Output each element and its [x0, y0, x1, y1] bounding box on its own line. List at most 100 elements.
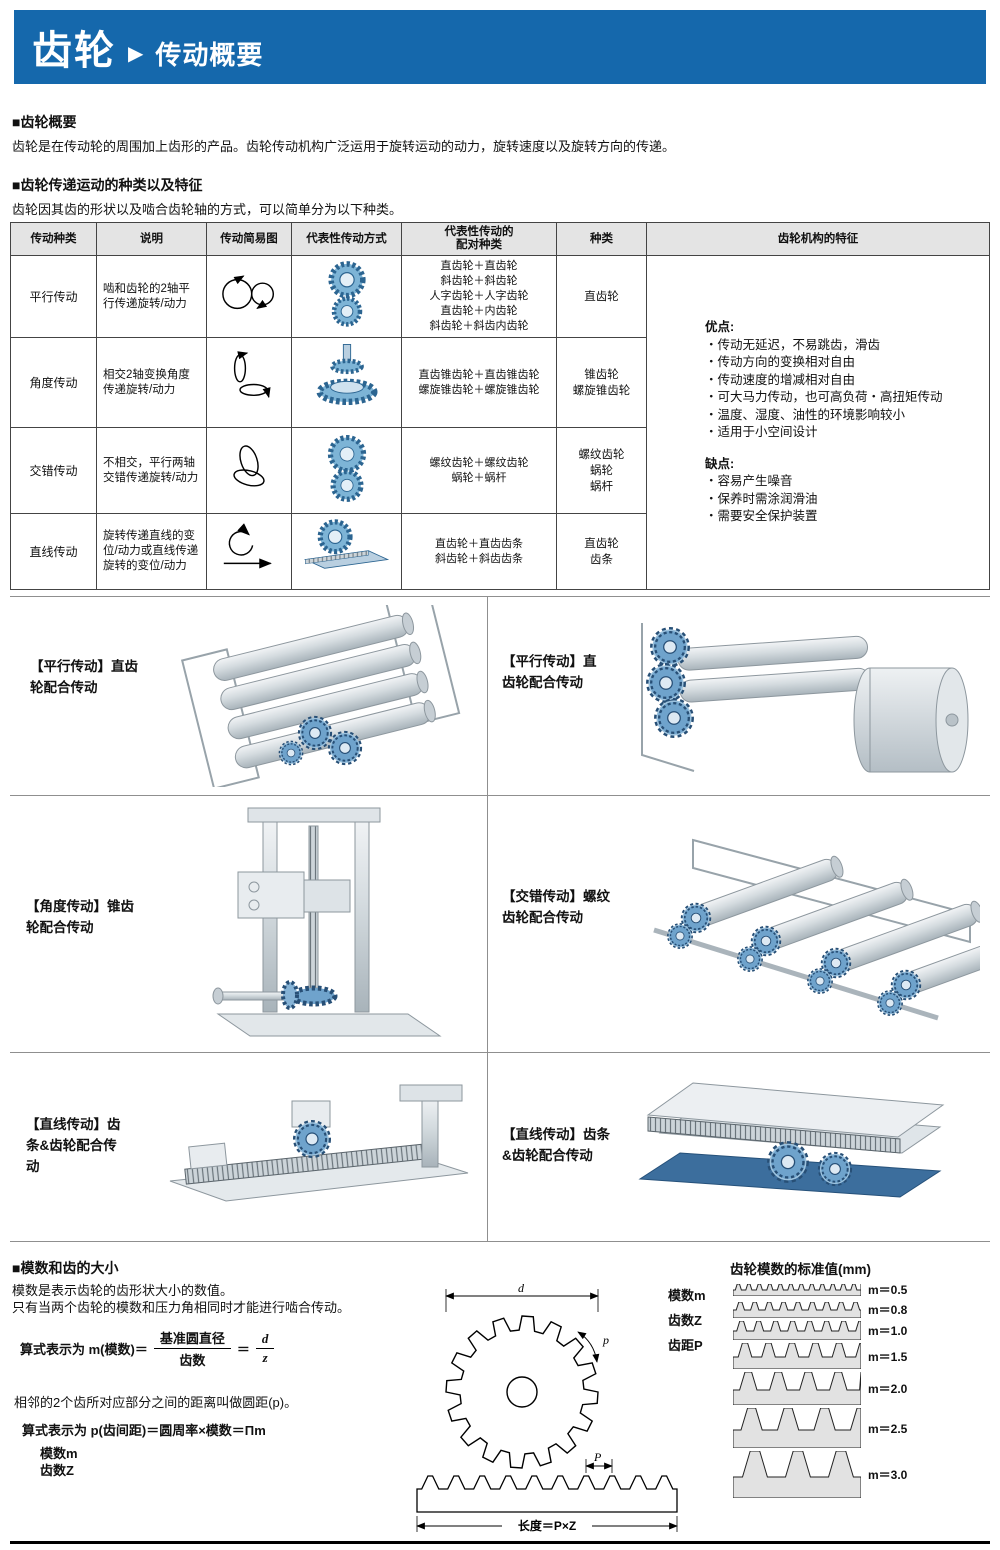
dim-label-p: p	[602, 1333, 609, 1347]
types-body: 齿轮因其齿的形状以及啮合齿轮轴的方式，可以简单分为以下种类。	[12, 202, 403, 217]
overview-body: 齿轮是在传动轮的周围加上齿形的产品。齿轮传动机构广泛运用于旋转运动的动力，旋转速…	[12, 139, 676, 154]
page-bottom-rule	[10, 1541, 990, 1544]
module-standard-value: m＝0.5	[868, 1283, 908, 1297]
tooth-profile-graphic	[733, 1283, 861, 1296]
page-title: 齿轮	[32, 29, 116, 73]
row-type: 交错传动	[10, 427, 97, 514]
module-line1: 模数是表示齿轮的齿形状大小的数值。	[12, 1283, 234, 1298]
row-pairs: 螺纹齿轮＋螺纹齿轮 蜗轮＋蜗杆	[401, 427, 557, 514]
parallel-rollers-illustration	[180, 605, 461, 787]
col-header-method: 代表性传动方式	[291, 222, 402, 256]
module-line2: 只有当两个齿轮的模数和压力角相同时才能进行啮合传动。	[12, 1300, 351, 1315]
row-type: 角度传动	[10, 337, 97, 428]
screw-gear-rollers-illustration	[653, 838, 980, 1021]
col-header-kinds: 种类	[556, 222, 647, 256]
rack-pinion-image	[303, 514, 390, 569]
module-standard-row: m＝1.0	[733, 1321, 907, 1340]
rack-rail-illustration	[169, 1084, 469, 1202]
tooth-profile-graphic	[733, 1408, 861, 1448]
rotary-to-linear-diagram-icon	[223, 523, 272, 569]
col-header-description: 说明	[96, 222, 207, 256]
row-type: 平行传动	[10, 255, 97, 338]
module-left-label-m: 模数m	[40, 1446, 78, 1461]
module-standard-row: m＝1.5	[733, 1343, 907, 1369]
row-kinds: 直齿轮 齿条	[556, 513, 647, 590]
module-standard-row: m＝2.0	[733, 1372, 907, 1405]
row-description: 旋转传递直线的变位/动力或直线传递旋转的变位/动力	[96, 513, 207, 590]
row-kinds: 锥齿轮 螺旋锥齿轮	[556, 337, 647, 428]
types-section: ■齿轮传递运动的种类以及特征 齿轮因其齿的形状以及啮合齿轮轴的方式，可以简单分为…	[12, 175, 402, 218]
param-label-module: 模数m	[668, 1288, 706, 1303]
module-standard-value: m＝3.0	[868, 1468, 908, 1482]
tooth-profile-graphic	[733, 1301, 861, 1318]
gear-types-table: 传动种类 说明 传动简易图 代表性传动方式 代表性传动的 配对种类 种类 齿轮机…	[10, 222, 990, 590]
module-heading: ■模数和齿的大小	[12, 1260, 119, 1276]
fraction-denominator: 齿数	[179, 1353, 206, 1368]
parallel-gear-drum-illustration	[641, 623, 969, 773]
rack-length-label: 长度＝P×Z	[518, 1518, 576, 1533]
spur-gear-pair-image	[297, 256, 397, 332]
gallery-caption-parallel-right: 【平行传动】直齿轮配合传动	[502, 654, 597, 690]
tooth-profile-graphic	[733, 1451, 861, 1498]
formula-m-fraction-dz: d z	[255, 1331, 275, 1366]
module-standards-profiles: m＝0.5 m＝0.8 m＝1.0 m＝1.5 m＝2.0 m＝2.5 m＝3.0	[733, 1281, 907, 1501]
row-pairs: 直齿轮＋直齿轮 斜齿轮＋斜齿轮 人字齿轮＋人字齿轮 直齿轮＋内齿轮 斜齿轮＋斜齿…	[401, 255, 557, 338]
formula-m-equals: ＝	[236, 1342, 250, 1357]
row-type: 直线传动	[10, 513, 97, 590]
advantages-title: 优点:	[705, 320, 735, 335]
gallery-caption-rack-left: 【直线传动】齿条&齿轮配合传动	[26, 1117, 121, 1174]
table-row: 交错传动 不相交，平行两轴交错传递旋转/动力	[10, 427, 990, 514]
col-header-pairs: 代表性传动的 配对种类	[401, 222, 557, 256]
features-cell: 优点: ・传动无延迟，不易跳齿，滑齿 ・传动方向的变换相对自由 ・传动速度的增减…	[646, 255, 990, 590]
gallery-caption-rack-right: 【直线传动】齿条&齿轮配合传动	[502, 1127, 610, 1163]
gallery-divider	[10, 795, 990, 796]
advantage-item: ・传动方向的变换相对自由	[705, 355, 856, 370]
col-header-features: 齿轮机构的特征	[646, 222, 990, 256]
fraction-numerator: d	[255, 1331, 275, 1349]
dim-label-d: d	[518, 1281, 525, 1295]
module-standard-value: m＝1.5	[868, 1349, 908, 1364]
advantage-item: ・适用于小空间设计	[705, 425, 818, 440]
fraction-numerator: 基准圆直径	[153, 1328, 231, 1349]
module-standard-row: m＝3.0	[733, 1451, 907, 1498]
table-row: 平行传动 啮和齿轮的2轴平行传递旋转/动力 直齿轮＋	[10, 255, 990, 590]
crossed-axes-diagram-icon	[233, 445, 265, 487]
row-description: 相交2轴变换角度传递旋转/动力	[96, 337, 207, 428]
module-standard-value: m＝2.5	[868, 1421, 908, 1436]
gear-module-diagram: d p P 长度＝P×Z	[416, 1281, 678, 1533]
param-label-pitch: 齿距P	[668, 1338, 703, 1353]
disadvantage-item: ・容易产生噪音	[705, 474, 793, 489]
page-header: 齿轮 ▶ 传动概要	[14, 10, 986, 84]
application-gallery: 【平行传动】直齿轮配合传动 【平行传动】直齿轮配合传动	[10, 596, 990, 1242]
intersecting-axes-diagram-icon	[233, 351, 271, 399]
row-kinds: 螺纹齿轮 蜗轮 蜗杆	[556, 427, 647, 514]
module-left-label-z: 齿数Z	[40, 1463, 74, 1478]
row-pairs: 直齿锥齿轮＋直齿锥齿轮 螺旋锥齿轮＋螺旋锥齿轮	[401, 337, 557, 428]
overview-section: ■齿轮概要 齿轮是在传动轮的周围加上齿形的产品。齿轮传动机构广泛运用于旋转运动的…	[12, 112, 675, 155]
bevel-gear-machine-illustration	[212, 807, 442, 1037]
advantage-item: ・温度、湿度、油性的环境影响较小	[705, 407, 906, 422]
rack-stage-illustration	[638, 1082, 945, 1198]
formula-m-prefix: 算式表示为 m(模数)＝	[20, 1342, 148, 1357]
gallery-caption-bevel: 【角度传动】锥齿轮配合传动	[26, 899, 134, 935]
formula-p-text: 算式表示为 p(齿间距)＝圆周率×模数＝Πm	[22, 1423, 266, 1438]
header-arrow-icon: ▶	[128, 42, 144, 65]
bevel-gear-pair-image	[315, 344, 378, 406]
types-heading: ■齿轮传递运动的种类以及特征	[12, 177, 203, 193]
overview-heading: ■齿轮概要	[12, 114, 77, 130]
module-standard-value: m＝2.0	[868, 1382, 908, 1396]
module-standard-value: m＝0.8	[868, 1303, 908, 1317]
col-header-type: 传动种类	[10, 222, 97, 256]
row-kinds: 直齿轮	[556, 255, 647, 338]
screw-gear-pair-image	[327, 434, 366, 502]
disadvantages-title: 缺点:	[705, 456, 735, 471]
row-description: 不相交，平行两轴交错传递旋转/动力	[96, 427, 207, 514]
gallery-divider	[10, 1052, 990, 1053]
table-header-row: 传动种类 说明 传动简易图 代表性传动方式 代表性传动的 配对种类 种类 齿轮机…	[10, 222, 990, 256]
row-description: 啮和齿轮的2轴平行传递旋转/动力	[96, 255, 207, 338]
tooth-profile-graphic	[733, 1372, 861, 1405]
advantage-item: ・传动无延迟，不易跳齿，滑齿	[705, 337, 881, 352]
row-pairs: 直齿轮＋直齿齿条 斜齿轮＋斜齿齿条	[401, 513, 557, 590]
tooth-profile-graphic	[733, 1343, 861, 1369]
